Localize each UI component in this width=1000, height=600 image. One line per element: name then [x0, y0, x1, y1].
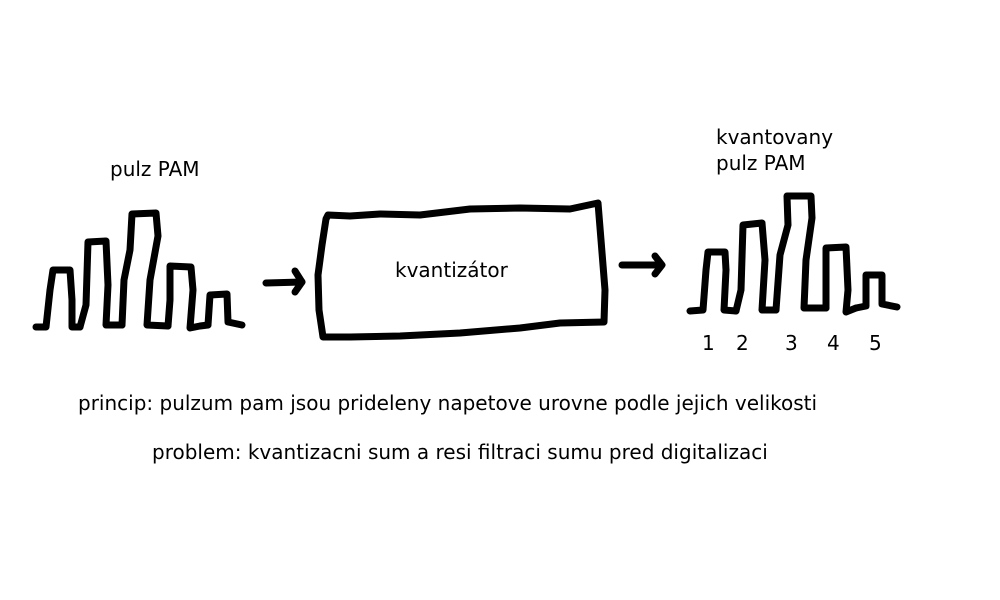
arrow-to-quantizer	[262, 267, 306, 296]
output-pulse-1	[686, 248, 740, 315]
output-pulse-3	[772, 192, 830, 314]
level-number-4: 4	[827, 331, 840, 355]
input-pulse-2	[76, 237, 126, 331]
problem-note: problem: kvantizacni sum a resi filtraci…	[152, 440, 768, 464]
input-pulse-3	[118, 209, 172, 330]
level-number-2: 2	[736, 331, 749, 355]
output-pulse-4	[822, 243, 860, 316]
arrow-to-output	[618, 252, 666, 278]
level-number-1: 1	[702, 331, 715, 355]
output-signal-label-line-2: pulz PAM	[716, 151, 806, 175]
input-pulse-5	[204, 290, 246, 329]
input-pulse-1	[32, 266, 84, 331]
input-pam-pulses	[32, 209, 246, 332]
output-pulse-5	[852, 271, 901, 312]
output-quantized-pulses	[686, 192, 901, 316]
level-number-3: 3	[785, 331, 798, 355]
quantizer-label: kvantizátor	[395, 258, 508, 282]
principle-note: princip: pulzum pam jsou prideleny napet…	[78, 391, 818, 415]
level-number-5: 5	[869, 331, 882, 355]
output-signal-label-line-1: kvantovany	[716, 125, 834, 149]
quantizer-block	[314, 199, 609, 341]
input-signal-label: pulz PAM	[110, 157, 200, 181]
input-pulse-4	[164, 262, 212, 332]
output-pulse-2	[732, 219, 780, 315]
